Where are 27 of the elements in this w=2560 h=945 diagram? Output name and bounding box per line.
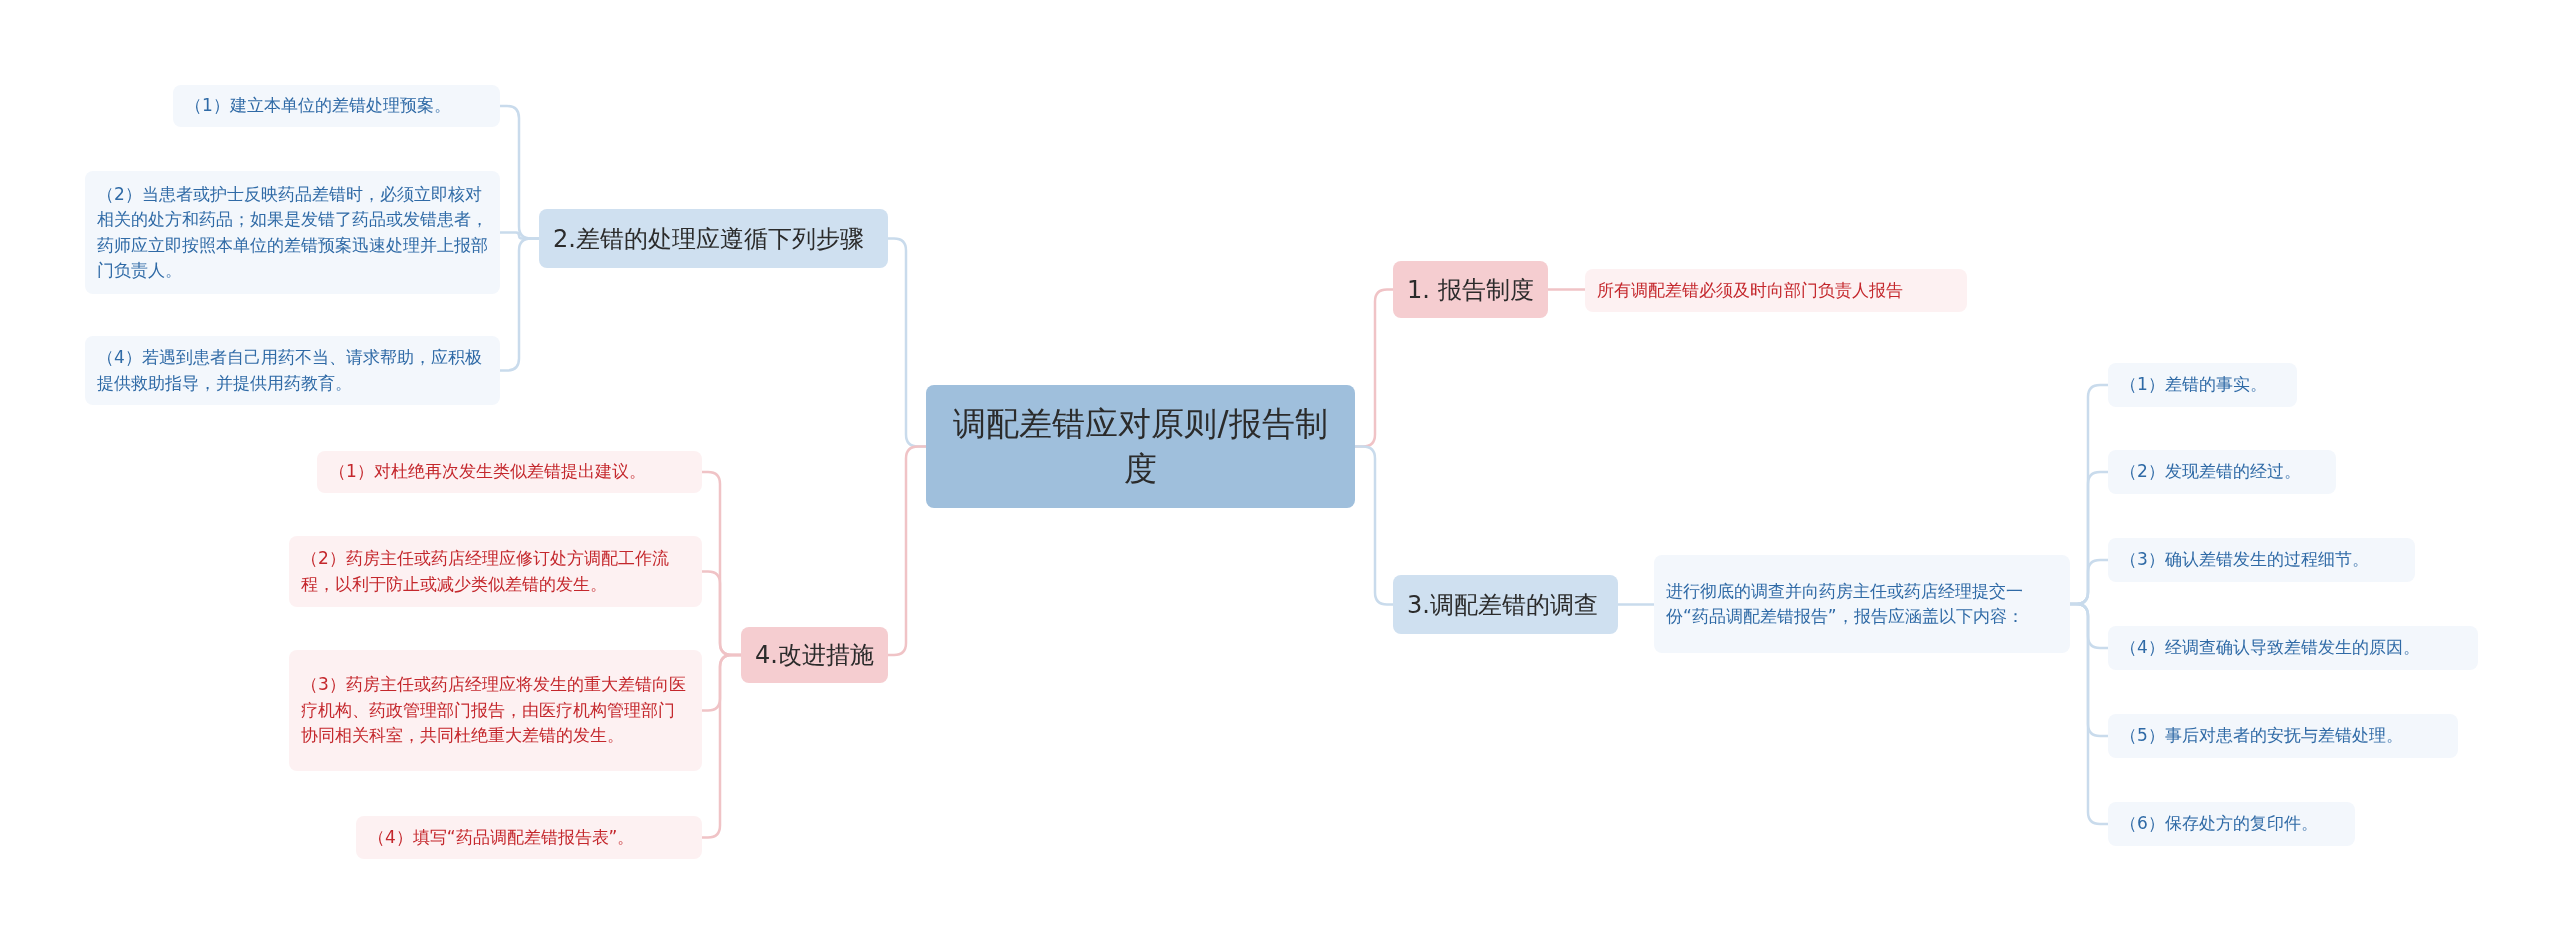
subtopic-box: （1）对杜绝再次发生类似差错提出建议。 — [317, 451, 702, 493]
subtopic-box: （4）经调查确认导致差错发生的原因。 — [2108, 626, 2478, 670]
subtopic-box: （3）药房主任或药店经理应将发生的重大差错向医疗机构、药政管理部门报告，由医疗机构管理部门协同相关科室，共同杜绝重大差错的发生。 — [289, 650, 702, 771]
subtopic-box: （3）确认差错发生的过程细节。 — [2108, 538, 2415, 582]
subtopic-box: （2）药房主任或药店经理应修订处方调配工作流程，以利于防止或减少类似差错的发生。 — [289, 536, 702, 607]
subtopic-box: （2）发现差错的经过。 — [2108, 450, 2336, 494]
connector-line — [1548, 288, 1585, 291]
connector-line — [1618, 603, 1654, 606]
connector-line — [1355, 445, 1393, 606]
subtopic-box: （5）事后对患者的安抚与差错处理。 — [2108, 714, 2458, 758]
topic-box: 2.差错的处理应遵循下列步骤 — [539, 209, 888, 268]
connector-line — [2070, 602, 2108, 826]
subtopic-box: （1）差错的事实。 — [2108, 363, 2297, 407]
subtopic-box: 所有调配差错必须及时向部门负责人报告 — [1585, 269, 1967, 312]
connector-line — [702, 653, 741, 839]
connector-line — [888, 445, 926, 657]
subtopic-box: （2）当患者或护士反映药品差错时，必须立即核对相关的处方和药品；如果是发错了药品或发错患者，药师应立即按照本单位的差错预案迅速处理并上报部门负责人。 — [85, 171, 500, 294]
subtopic-box: （6）保存处方的复印件。 — [2108, 802, 2355, 846]
subtopic-box: （1）建立本单位的差错处理预案。 — [173, 85, 500, 127]
subtopic-box: 进行彻底的调查并向药房主任或药店经理提交一份“药品调配差错报告”，报告应涵盖以下内容： — [1654, 555, 2070, 653]
connector-line — [500, 237, 539, 372]
topic-box: 4.改进措施 — [741, 627, 888, 683]
subtopic-box: （4）若遇到患者自己用药不当、请求帮助，应积极提供救助指导，并提供用药教育。 — [85, 336, 500, 405]
topic-box: 3.调配差错的调查 — [1393, 575, 1618, 634]
subtopic-box: （4）填写“药品调配差错报告表”。 — [356, 816, 702, 859]
topic-box: 1. 报告制度 — [1393, 261, 1548, 318]
central-topic-box: 调配差错应对原则/报告制度 — [926, 385, 1355, 508]
